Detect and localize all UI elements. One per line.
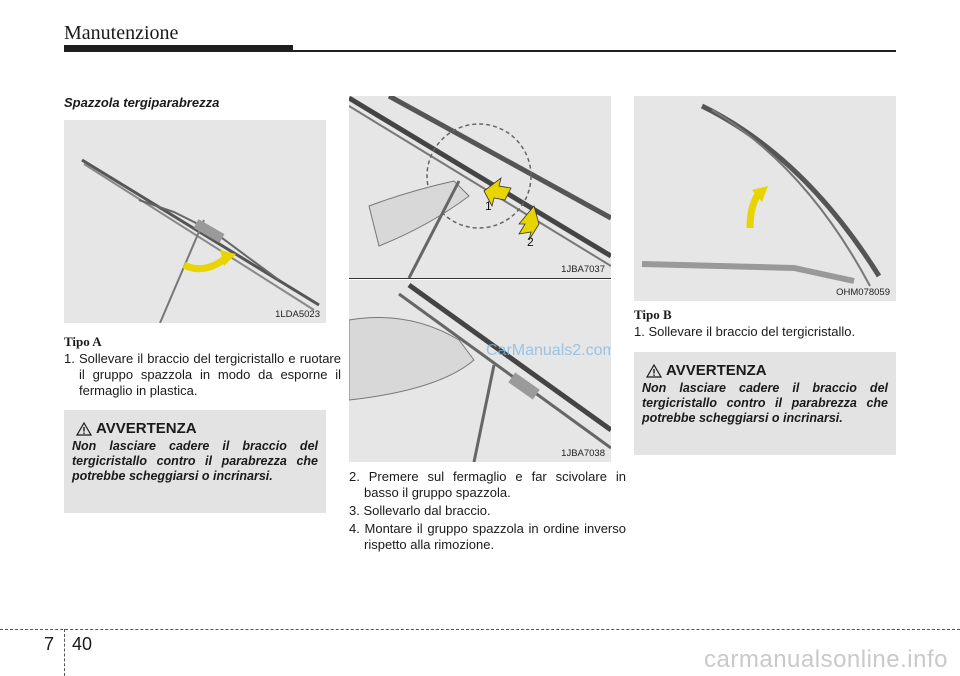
step-4: 4. Montare il gruppo spazzola in ordine … [349, 521, 626, 552]
figure-wiper-type-b: OHM078059 [634, 96, 896, 301]
warning-triangle-icon [76, 421, 92, 436]
footer-rule [0, 629, 960, 630]
wiper-clip-illustration: 1 2 [349, 96, 611, 278]
figure-wiper-type-a: 1LDA5023 [64, 120, 326, 323]
type-a-label: Tipo A [64, 334, 102, 349]
warning-title-text: AVVERTENZA [96, 420, 197, 437]
wiper-slide-illustration [349, 282, 611, 462]
warning-triangle-icon [646, 363, 662, 378]
chapter-number: 7 [44, 634, 55, 654]
figure-wiper-slide-down: CarManuals2.com 1JBA7038 [349, 280, 611, 462]
footer-divider [64, 629, 65, 676]
step-2: 2. Premere sul fermaglio e far scivolare… [349, 469, 626, 500]
wiper-type-b-illustration [641, 103, 882, 287]
figure-code: OHM078059 [836, 287, 890, 298]
type-b-label: Tipo B [634, 307, 672, 322]
section-heading: Spazzola tergiparabrezza [64, 95, 220, 110]
step-3: 3. Sollevarlo dal braccio. [349, 503, 491, 518]
figure-code: 1LDA5023 [275, 309, 320, 320]
figure-wiper-clip-press: 1 2 1JBA7037 [349, 96, 611, 278]
warning-box-right: AVVERTENZA Non lasciare cadere il bracci… [634, 352, 896, 455]
figure-divider [349, 278, 611, 279]
warning-text: Non lasciare cadere il braccio del tergi… [72, 439, 318, 483]
step-1-type-a: 1. Sollevare il braccio del tergicristal… [64, 351, 341, 398]
site-watermark: carmanualsonline.info [704, 646, 948, 673]
header-bar [64, 45, 293, 52]
warning-title: AVVERTENZA [646, 362, 888, 379]
warning-title: AVVERTENZA [76, 420, 318, 437]
page-header-title: Manutenzione [64, 22, 179, 44]
warning-box-left: AVVERTENZA Non lasciare cadere il bracci… [64, 410, 326, 513]
header-rule [293, 50, 896, 52]
warning-title-text: AVVERTENZA [666, 362, 767, 379]
callout-2: 2 [527, 235, 534, 249]
wiper-blade-illustration [81, 158, 320, 323]
step-1-type-b: 1. Sollevare il braccio del tergicristal… [634, 324, 856, 339]
page-number: 40 [72, 634, 93, 654]
figure-code: 1JBA7038 [561, 448, 605, 459]
watermark-text: CarManuals2.com [486, 342, 611, 359]
warning-text: Non lasciare cadere il braccio del tergi… [642, 381, 888, 425]
callout-1: 1 [485, 199, 492, 213]
figure-code: 1JBA7037 [561, 264, 605, 275]
